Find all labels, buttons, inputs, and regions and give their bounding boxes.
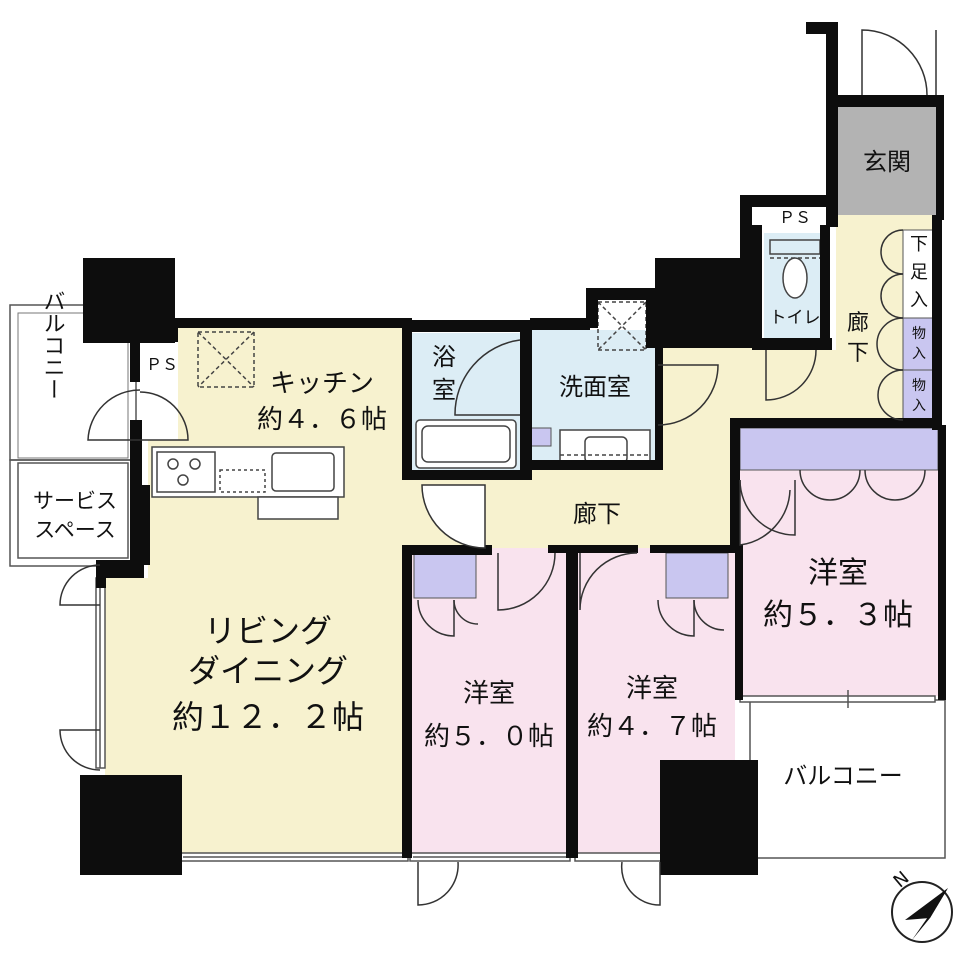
fixtures (151, 239, 821, 520)
toilet-label: トイレ (770, 308, 821, 328)
bedroom-mid-area[interactable] (410, 548, 568, 858)
balcony-door-left[interactable] (87, 389, 141, 441)
bedroom-mid-label: 洋室 (463, 679, 515, 709)
bedroom-right-area[interactable] (740, 428, 938, 696)
entrance-label: 玄関 (863, 148, 911, 176)
bath-label-1: 浴 (432, 343, 456, 371)
hall-lower-label: 廊下 (573, 500, 621, 528)
kitchen-label: キッチン (270, 369, 374, 399)
storage-1-label-2: 入 (912, 346, 926, 362)
bedroom-right-label: 洋室 (808, 556, 868, 591)
shoe-closet-area[interactable] (902, 229, 936, 319)
entrance-area[interactable] (836, 105, 938, 215)
ps-kitchen-label: ＰＳ (146, 355, 178, 374)
doors (59, 29, 937, 906)
shoe-closet-label-2: 足 (910, 262, 928, 283)
living-label-1: リビング (204, 612, 332, 650)
service-space-area[interactable] (17, 462, 129, 559)
shoe-closet-label-1: 下 (910, 234, 928, 255)
compass: N (890, 867, 953, 943)
ps-toilet-label: ＰＳ (779, 208, 811, 227)
balcony-left-label: バルコニー (40, 290, 65, 400)
walls (80, 22, 946, 875)
kitchen-size: 約４．６帖 (257, 405, 387, 435)
washroom-label: 洗面室 (559, 373, 631, 401)
stove-icon (156, 451, 216, 493)
bedroom-left-size: 約４．７帖 (587, 712, 717, 742)
bedroom-right-size: 約５．３帖 (763, 598, 913, 633)
living-size: 約１２．２帖 (172, 698, 364, 736)
closet-bedroom-right[interactable] (739, 427, 939, 471)
bath-label-2: 室 (432, 376, 456, 404)
service-space-label-2: スペース (34, 518, 115, 542)
room-labels: バルコニー サービス スペース ＰＳ キッチン 約４．６帖 リビング ダイニング… (33, 148, 928, 790)
service-space-label-1: サービス (33, 489, 117, 513)
sink-icon (271, 452, 335, 492)
balcony-right-label: バルコニー (783, 762, 903, 790)
entrance-door[interactable] (861, 29, 928, 96)
closet-bedroom-left[interactable] (665, 552, 729, 599)
closet-bedroom-mid[interactable] (413, 552, 477, 599)
bedroom-left-label: 洋室 (626, 674, 678, 704)
hall-upper-area[interactable] (660, 215, 935, 548)
bedroom-mid-size: 約５．０帖 (424, 722, 554, 752)
bathtub-icon (415, 419, 517, 469)
hall-upper-label-2: 下 (847, 341, 869, 366)
toilet-bowl-icon (782, 257, 808, 299)
shoe-closet-label-3: 入 (910, 290, 928, 311)
hall-upper-label-1: 廊 (847, 311, 869, 336)
storage-1-label-1: 物 (912, 326, 926, 342)
living-label-2: ダイニング (188, 652, 348, 690)
balcony-right-area[interactable] (749, 699, 946, 859)
storage-2-label-2: 入 (912, 398, 926, 414)
storage-2-label-1: 物 (912, 378, 926, 394)
